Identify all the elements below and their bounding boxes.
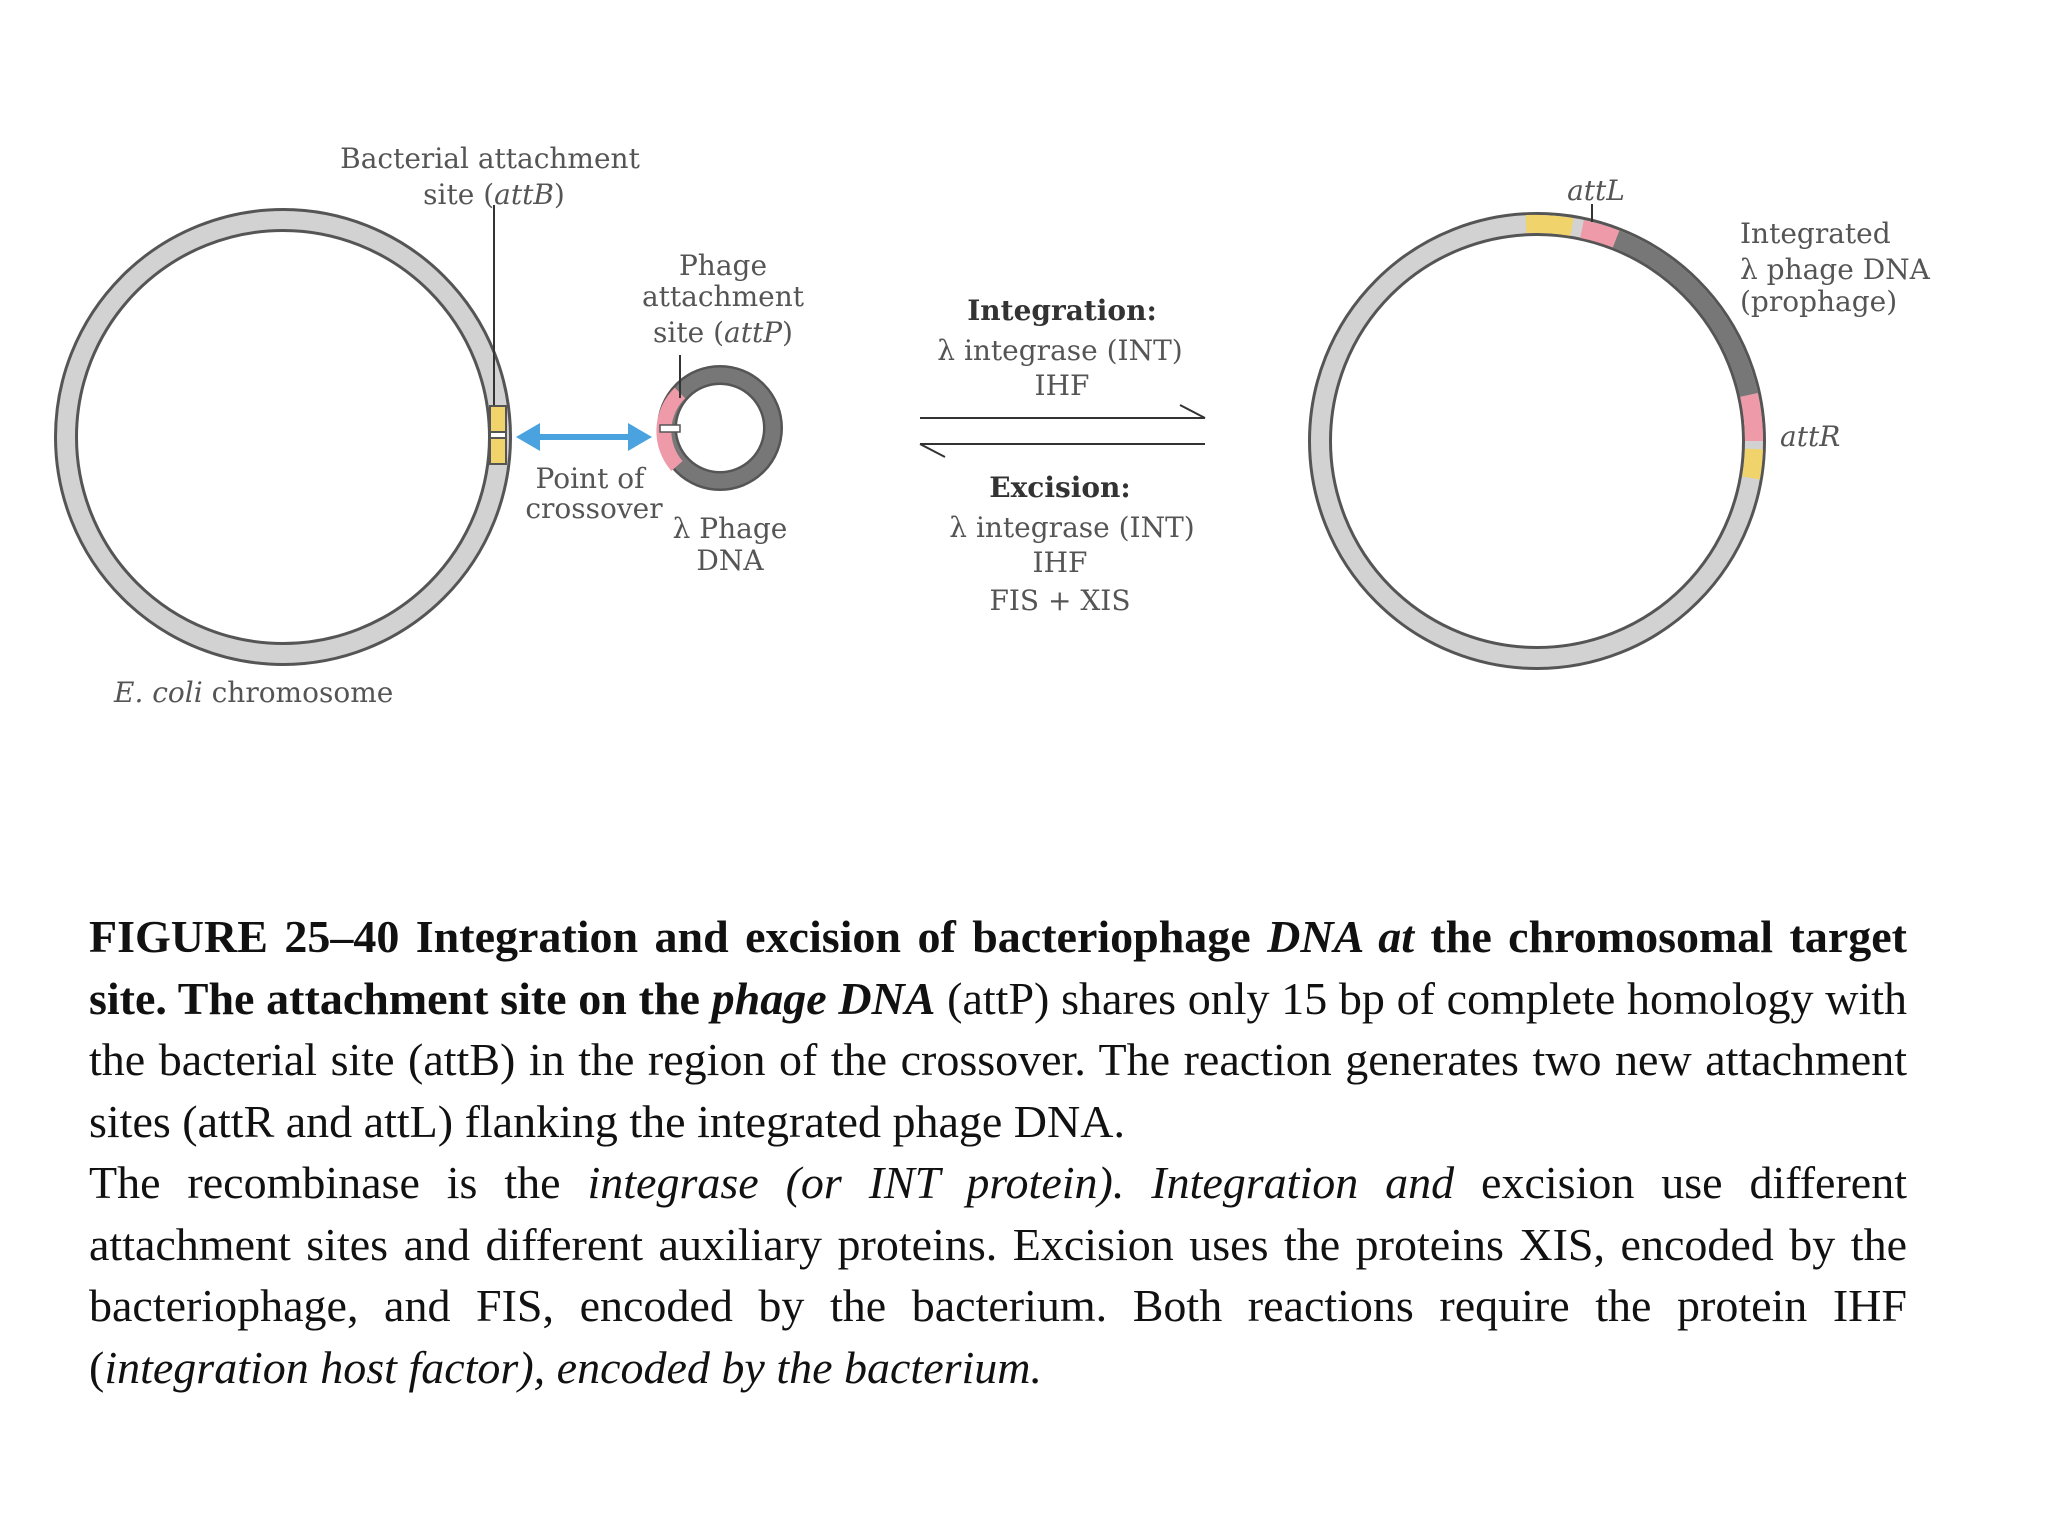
integration-ihf: IHF	[1035, 369, 1090, 402]
excision-ihf: IHF	[1033, 546, 1088, 579]
phage-dna-label-line2: DNA	[696, 544, 764, 577]
ecoli-chromosome	[54, 208, 512, 666]
caption-title-cont: the chromosomal target site. The attachm…	[89, 911, 1907, 1024]
excision-title: Excision:	[989, 471, 1131, 504]
crossover-arrow	[516, 423, 652, 451]
caption-emphasis-4: integration host factor), encoded by the…	[104, 1341, 1043, 1393]
crossover-label-line1: Point of	[536, 462, 648, 495]
caption-text-1: (attP) shares only 15 bp of complete hom…	[89, 972, 1908, 1147]
phage-dna-label-line1: λ Phage	[673, 512, 788, 545]
integration-enzyme: λ integrase (INT)	[937, 334, 1182, 367]
attb-label-line1: Bacterial attachment	[340, 142, 640, 175]
caption-emphasis-3: integrase (or INT protein). Integration …	[587, 1157, 1455, 1208]
caption-emphasis-2: phage DNA	[711, 972, 936, 1024]
attl-site	[1580, 220, 1620, 248]
prophage-label-line3: (prophage)	[1740, 285, 1897, 318]
prophage-label-line2: λ phage DNA	[1740, 253, 1931, 286]
integration-excision-diagram: Bacterial attachment site (attB) Phage a…	[54, 142, 1931, 709]
reaction-arrows	[919, 404, 1206, 458]
attr-label: attR	[1780, 420, 1840, 453]
crossover-label-line2: crossover	[525, 492, 663, 525]
attp-label-line1: Phage	[679, 249, 767, 282]
ecoli-chromosome-label: E. coli chromosome	[113, 676, 393, 709]
caption-paragraph-1: FIGURE 25–40 Integration and excision of…	[89, 906, 1907, 1152]
caption-text-2b: excision use different attachment sites …	[89, 1157, 1907, 1393]
integration-title: Integration:	[967, 294, 1157, 327]
attr-site	[1740, 393, 1763, 442]
excision-fis-xis: FIS + XIS	[989, 584, 1130, 617]
caption-paragraph-2: The recombinase is the integrase (or INT…	[89, 1152, 1907, 1398]
figure-caption: FIGURE 25–40 Integration and excision of…	[89, 906, 1907, 1398]
caption-emphasis-1: DNA at	[1267, 911, 1414, 962]
integrated-chromosome	[1308, 212, 1766, 670]
attb-site	[489, 405, 507, 433]
prophage-label-line1: Integrated	[1740, 217, 1891, 250]
excision-enzyme: λ integrase (INT)	[949, 511, 1194, 544]
attb-label-line2: site (attB)	[423, 178, 565, 211]
caption-figure-title: FIGURE 25–40 Integration and excision of…	[89, 911, 1268, 962]
attl-label: attL	[1567, 174, 1625, 207]
attp-label-line3: site (attP)	[653, 316, 793, 349]
attp-label-line2: attachment	[642, 280, 805, 313]
caption-text-2a: The recombinase is the	[89, 1157, 588, 1208]
chromosome-ring	[57, 211, 509, 663]
phage-dna-circle	[656, 365, 783, 491]
prophage-arc	[1612, 230, 1758, 397]
